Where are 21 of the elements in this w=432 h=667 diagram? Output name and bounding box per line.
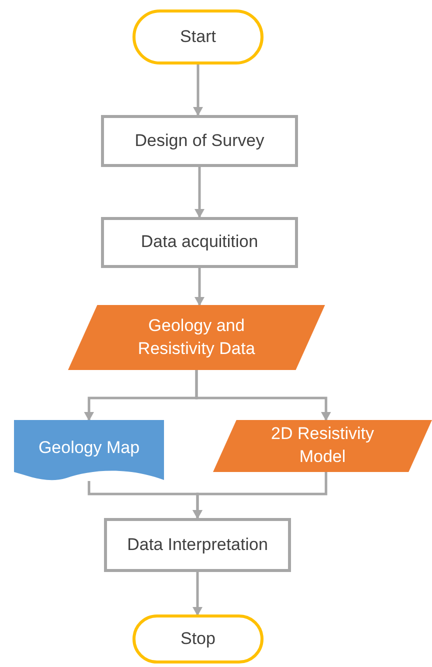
process-box [104, 518, 291, 572]
node-label: Start [180, 26, 216, 48]
terminal-shape [133, 615, 263, 663]
arrow [192, 572, 202, 616]
arrow [195, 370, 331, 421]
node-label: Stop [180, 628, 216, 650]
node-label: Design of Survey [134, 130, 264, 152]
node-label: Geology and Resistivity Data [136, 314, 256, 360]
process-box [101, 115, 298, 167]
node-label: Data acquitition [140, 231, 258, 254]
arrow [192, 472, 328, 519]
node-label: 2D Resistivity Model [270, 423, 375, 468]
process-box [101, 217, 298, 268]
node-label: Data Interpretation [127, 534, 268, 556]
arrow [193, 64, 203, 116]
arrow [194, 268, 204, 306]
terminal-shape [133, 10, 263, 64]
arrow [194, 167, 204, 218]
data-parallelogram [68, 305, 325, 370]
data-parallelogram [213, 420, 432, 472]
node-label: Geology Map [38, 436, 140, 459]
